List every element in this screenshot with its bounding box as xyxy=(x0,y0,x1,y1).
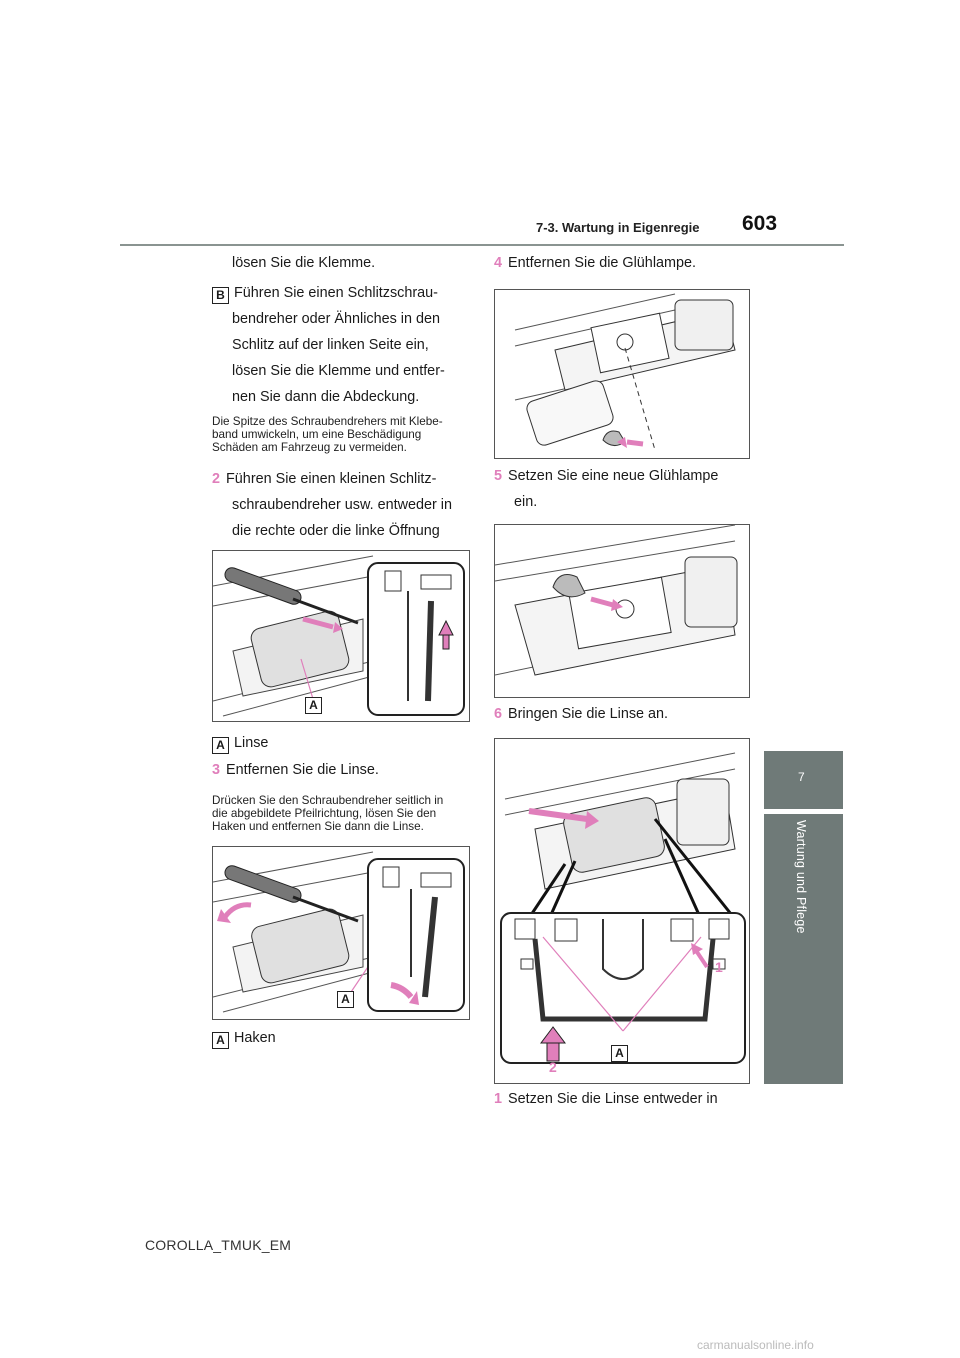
note-2-line-1: Drücken Sie den Schraubendreher seitlich… xyxy=(212,794,444,807)
substep-1-text: Setzen Sie die Linse entweder in xyxy=(508,1091,718,1107)
method-b-line-3: Schlitz auf der linken Seite ein, xyxy=(232,337,429,353)
step-2-line-3: die rechte oder die linke Öffnung xyxy=(232,523,440,539)
chapter-tab[interactable]: 7 xyxy=(764,751,843,809)
figure-2-label-a: A xyxy=(337,991,354,1008)
step-2-line-2: schraubendreher usw. entweder in xyxy=(232,497,452,513)
step-2-number: 2 xyxy=(212,471,221,487)
chapter-side-tab[interactable]: Wartung und Pflege xyxy=(764,814,843,1084)
step-4-text: Entfernen Sie die Glühlampe. xyxy=(508,255,697,271)
step-3: 3 Entfernen Sie die Linse. xyxy=(212,757,379,783)
step-5: 5 Setzen Sie eine neue Glühlampe xyxy=(494,463,718,489)
figure-install-bulb xyxy=(494,524,750,698)
figure-5-label-2: 2 xyxy=(549,1059,557,1075)
step-6-text: Bringen Sie die Linse an. xyxy=(508,706,669,722)
method-b-line-2: bendreher oder Ähnliches in den xyxy=(232,311,441,327)
section-title: 7-3. Wartung in Eigenregie xyxy=(536,220,700,235)
step-5-line-2: ein. xyxy=(514,494,538,510)
legend-2: A Haken xyxy=(212,1025,276,1051)
step-3-text: Entfernen Sie die Linse. xyxy=(226,762,379,778)
note-2-line-2: die abgebildete Pfeilrichtung, lösen Sie… xyxy=(212,807,437,820)
note-2: Drücken Sie den Schraubendreher seitlich… xyxy=(212,794,443,833)
step-6-number: 6 xyxy=(494,706,503,722)
note-1-line-1: Die Spitze des Schraubendrehers mit Kleb… xyxy=(212,415,443,428)
page-number: 603 xyxy=(742,212,778,235)
figure-3-illustration xyxy=(514,293,736,451)
figure-4-illustration xyxy=(495,525,738,676)
figure-5-illustration xyxy=(500,752,746,1064)
step-2: 2 Führen Sie einen kleinen Schlitz- xyxy=(212,466,436,492)
legend-2-text: Haken xyxy=(234,1030,276,1046)
method-b-line-1: Führen Sie einen Schlitzschrau- xyxy=(234,285,438,301)
method-b-line-5: nen Sie dann die Abdeckung. xyxy=(232,389,420,405)
figure-attach-lens: A 1 2 xyxy=(494,738,750,1084)
note-1-line-2: band umwickeln, um eine Beschädigung xyxy=(212,428,422,441)
legend-2-label: A xyxy=(212,1032,229,1049)
step-2-line-1: Führen Sie einen kleinen Schlitz- xyxy=(226,471,437,487)
step-4: 4 Entfernen Sie die Glühlampe. xyxy=(494,250,696,276)
watermark: carmanualsonline.info xyxy=(697,1338,814,1352)
step-4-number: 4 xyxy=(494,255,503,271)
model-code: COROLLA_TMUK_EM xyxy=(145,1237,292,1253)
note-1-line-3: Schäden am Fahrzeug zu vermeiden. xyxy=(212,441,407,454)
chapter-number: 7 xyxy=(798,770,805,784)
substep-1: 1 Setzen Sie die Linse entweder in xyxy=(494,1086,718,1112)
step-5-line-1: Setzen Sie eine neue Glühlampe xyxy=(508,468,719,484)
figure-1-illustration xyxy=(213,555,465,717)
substep-1-number: 1 xyxy=(494,1091,503,1107)
legend-1: A Linse xyxy=(212,730,268,756)
figure-5-label-1: 1 xyxy=(715,959,723,975)
figure-release-hook: A xyxy=(212,846,470,1020)
intro-line: lösen Sie die Klemme. xyxy=(232,255,376,271)
step-3-number: 3 xyxy=(212,762,221,778)
step-6: 6 Bringen Sie die Linse an. xyxy=(494,701,668,727)
chapter-title: Wartung und Pflege xyxy=(794,820,808,934)
label-b: B xyxy=(212,287,229,304)
legend-1-label: A xyxy=(212,737,229,754)
step-5-number: 5 xyxy=(494,468,503,484)
header-rule xyxy=(120,244,844,246)
note-1: Die Spitze des Schraubendrehers mit Kleb… xyxy=(212,415,443,454)
legend-1-text: Linse xyxy=(234,735,269,751)
method-b-line-4: lösen Sie die Klemme und entfer- xyxy=(232,363,445,379)
figure-1-label-a: A xyxy=(305,697,322,714)
note-2-line-3: Haken und entfernen Sie dann die Linse. xyxy=(212,820,424,833)
method-b: B Führen Sie einen Schlitzschrau- xyxy=(212,280,438,306)
figure-2-illustration xyxy=(213,851,465,1013)
figure-5-label-a: A xyxy=(611,1045,628,1062)
figure-insert-screwdriver: A xyxy=(212,550,470,722)
figure-remove-bulb xyxy=(494,289,750,459)
